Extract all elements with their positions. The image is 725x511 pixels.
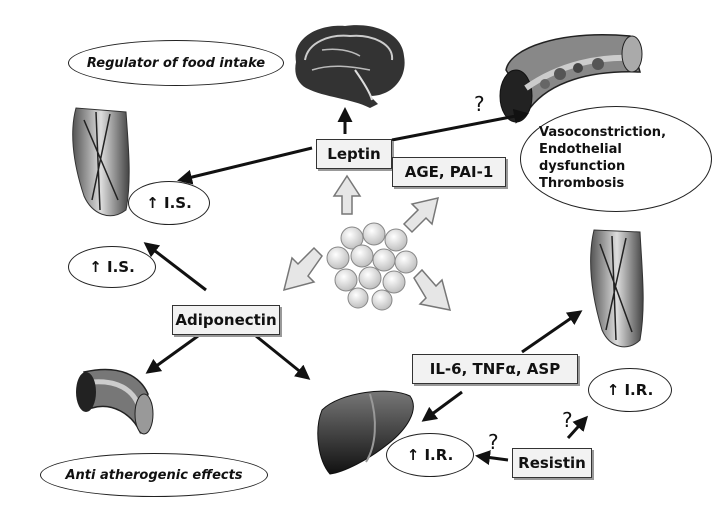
age-pai-label: AGE, PAI-1 [404, 163, 494, 181]
ir-liver-oval: ↑ I.R. [386, 433, 474, 477]
blood-vessel-healthy-icon [76, 368, 154, 435]
resistin-box: Resistin [512, 448, 592, 478]
thigh-muscle-right-icon [590, 229, 644, 348]
block-arrow-up-right [402, 196, 440, 234]
il6-box: IL-6, TNFα, ASP [412, 354, 578, 384]
block-arrow-up [332, 174, 362, 215]
vascular-line-2: Endothelial dysfunction [539, 142, 626, 174]
question-muscle: ? [562, 408, 573, 432]
age-pai-box: AGE, PAI-1 [392, 157, 506, 187]
anti-atherogenic-oval: Anti atherogenic effects [40, 453, 268, 497]
thigh-muscle-upper-icon [72, 107, 130, 217]
adiponectin-label: Adiponectin [175, 311, 277, 329]
ir-right-oval: ↑ I.R. [588, 368, 672, 412]
block-arrows [282, 174, 452, 311]
resistin-label: Resistin [518, 454, 586, 472]
arrow-leptin-to-thigh [177, 146, 313, 185]
arrow-adiponectin-to-is [143, 242, 207, 292]
is-lower-label: ↑ I.S. [89, 258, 135, 276]
arrow-il6-to-liver [421, 390, 463, 422]
arrow-adiponectin-to-liver [255, 334, 311, 380]
vascular-line-1: Vasoconstriction, [539, 125, 667, 141]
il6-label: IL-6, TNFα, ASP [429, 360, 561, 378]
arrow-il6-to-muscle [521, 310, 583, 354]
brain-icon [295, 25, 405, 109]
question-liver: ? [488, 430, 499, 454]
leptin-box: Leptin [316, 139, 392, 169]
block-arrow-down-right [413, 268, 452, 311]
is-lower-oval: ↑ I.S. [68, 246, 156, 288]
regulator-oval: Regulator of food intake [68, 40, 284, 86]
question-vessel: ? [474, 92, 485, 116]
anti-atherogenic-label: Anti atherogenic effects [65, 467, 243, 483]
ir-right-label: ↑ I.R. [606, 381, 654, 399]
leptin-label: Leptin [327, 145, 381, 163]
adipocyte-cluster-icon [326, 222, 418, 311]
arrow-adiponectin-to-vessel [145, 334, 199, 374]
ir-liver-label: ↑ I.R. [406, 446, 454, 464]
arrows [143, 107, 589, 466]
blood-vessel-icon [499, 34, 643, 123]
block-arrow-down-left [282, 246, 323, 292]
arrow-resistin-to-ir [475, 450, 509, 466]
liver-icon [317, 390, 414, 475]
adiponectin-box: Adiponectin [172, 305, 280, 335]
vascular-line-3: Thrombosis [539, 175, 625, 191]
arrow-resistin-to-muscle [566, 415, 589, 440]
is-upper-label: ↑ I.S. [146, 194, 192, 212]
arrow-leptin-to-vessel [391, 108, 529, 142]
regulator-label: Regulator of food intake [86, 55, 266, 71]
is-upper-oval: ↑ I.S. [128, 181, 210, 225]
vascular-effects-oval: Vasoconstriction, Endothelial dysfunctio… [520, 106, 712, 212]
